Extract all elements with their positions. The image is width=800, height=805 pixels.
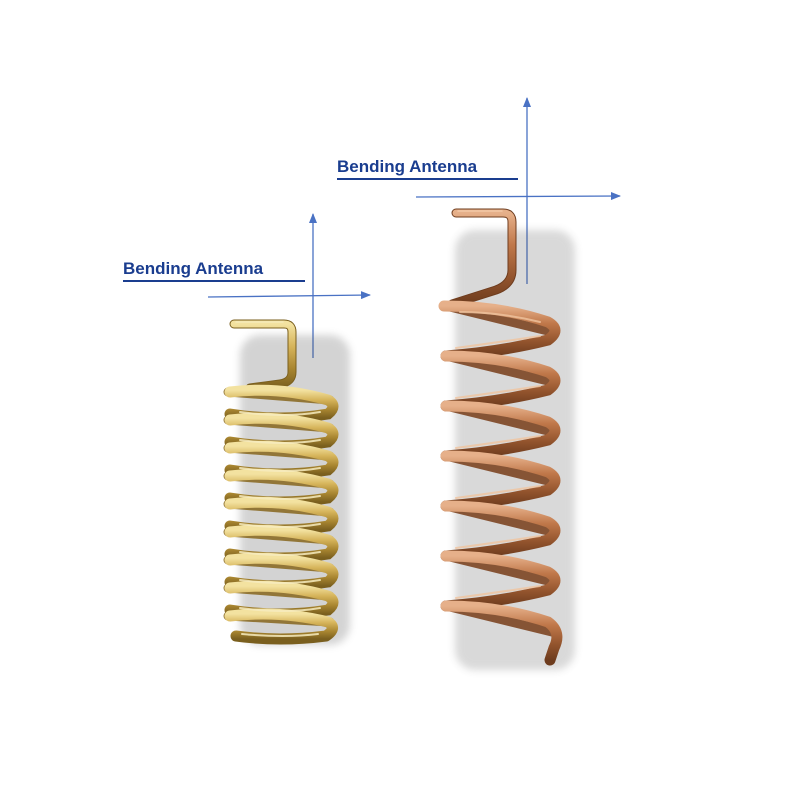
right-label-underline — [337, 178, 518, 180]
copper-coil-antenna — [438, 208, 563, 666]
right-antenna-label: Bending Antenna — [337, 157, 478, 176]
left-label-underline — [123, 280, 305, 282]
left-annotation-arrows — [207, 213, 371, 358]
gold-coil-antenna — [223, 319, 339, 645]
left-antenna-label: Bending Antenna — [123, 259, 264, 278]
